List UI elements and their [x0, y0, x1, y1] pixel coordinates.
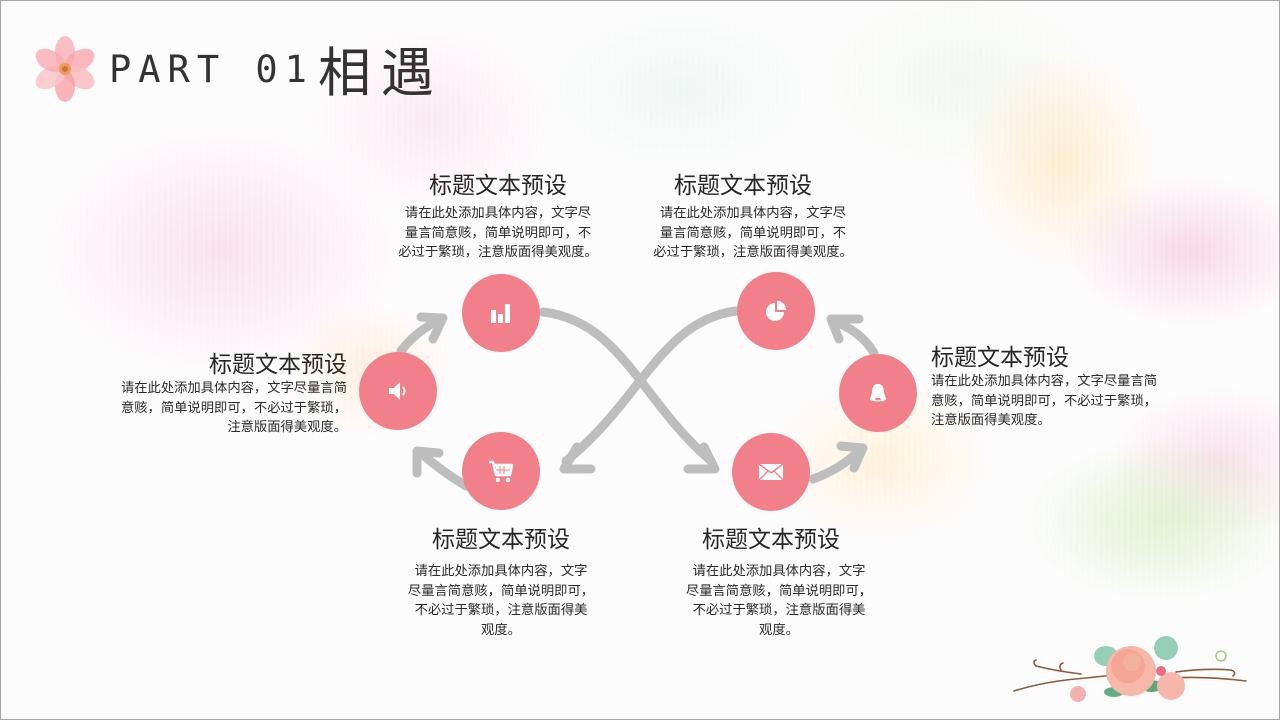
block-text-line: 观度。: [481, 622, 521, 638]
block-text-line: 量言简意赅，简单说明即可，不: [659, 225, 847, 241]
text-block-right: 标题文本预设 请在此处添加具体内容，文字尽量言简 意赅，简单说明即可，不必过于繁…: [931, 344, 1221, 431]
block-text-line: 必过于繁琐，注意版面得美观度。: [398, 245, 598, 260]
block-title: 标题文本预设: [931, 345, 1069, 371]
block-text-line: 注意版面得美观度。: [931, 413, 1051, 428]
envelope-icon: [758, 463, 784, 481]
block-text-line: 注意版面得美观度。: [227, 420, 347, 435]
block-text-line: 量言简意赅，简单说明即可，不: [404, 225, 592, 241]
block-text-line: 尽量言简意赅，简单说明即可，: [685, 583, 873, 599]
block-text-line: 意赅，简单说明即可，不必过于繁琐，: [931, 393, 1158, 409]
block-text-line: 意赅，简单说明即可，不必过于繁琐，: [120, 400, 347, 416]
block-text-line: 请在此处添加具体内容，文字: [414, 564, 588, 579]
block-text-line: 尽量言简意赅，简单说明即可，: [407, 583, 595, 599]
block-text-line: 观度。: [759, 622, 799, 638]
pie-chart-icon: [766, 301, 786, 321]
section-title: 相遇: [317, 43, 444, 104]
shopping-cart-icon: [489, 460, 514, 483]
block-text-line: 不必过于繁琐，注意版面得美: [692, 603, 866, 618]
block-title: 标题文本预设: [702, 527, 840, 553]
node-envelope[interactable]: [732, 433, 810, 511]
block-text-line: 请在此处添加具体内容，文字尽: [404, 206, 592, 221]
text-block-bottom-right: 标题文本预设 请在此处添加具体内容，文字 尽量言简意赅，简单说明即可， 不必过于…: [659, 526, 899, 640]
bell-icon: [870, 384, 886, 402]
text-block-top-left: 标题文本预设 请在此处添加具体内容，文字尽 量言简意赅，简单说明即可，不 必过于…: [373, 172, 623, 263]
rose-bouquet-decoration-icon: [1013, 636, 1247, 702]
block-text-line: 请在此处添加具体内容，文字尽量言简: [120, 381, 347, 396]
block-title: 标题文本预设: [432, 527, 570, 553]
block-title: 标题文本预设: [429, 173, 567, 199]
node-speaker[interactable]: [359, 352, 437, 430]
text-block-top-right: 标题文本预设 请在此处添加具体内容，文字尽 量言简意赅，简单说明即可，不 必过于…: [628, 172, 878, 263]
block-title: 标题文本预设: [674, 173, 812, 199]
block-title: 标题文本预设: [209, 352, 347, 378]
node-pie-chart[interactable]: [737, 272, 815, 350]
node-bar-chart[interactable]: [462, 274, 540, 352]
node-shopping-cart[interactable]: [462, 432, 540, 510]
flower-decoration-icon: [31, 35, 99, 103]
block-text-line: 不必过于繁琐，注意版面得美: [414, 603, 588, 618]
block-text-line: 请在此处添加具体内容，文字尽: [659, 206, 847, 221]
block-text-line: 必过于繁琐，注意版面得美观度。: [653, 245, 853, 260]
speaker-icon: [389, 382, 406, 400]
node-bell[interactable]: [839, 354, 917, 432]
part-label: PART 01: [109, 47, 314, 91]
block-text-line: 请在此处添加具体内容，文字: [692, 564, 866, 579]
text-block-bottom-left: 标题文本预设 请在此处添加具体内容，文字 尽量言简意赅，简单说明即可， 不必过于…: [381, 526, 621, 640]
block-text-line: 请在此处添加具体内容，文字尽量言简: [931, 374, 1158, 389]
text-block-left: 标题文本预设 请在此处添加具体内容，文字尽量言简 意赅，简单说明即可，不必过于繁…: [61, 351, 347, 438]
slide-header: PART 01 相遇: [31, 31, 444, 107]
bar-chart-icon: [491, 304, 510, 323]
